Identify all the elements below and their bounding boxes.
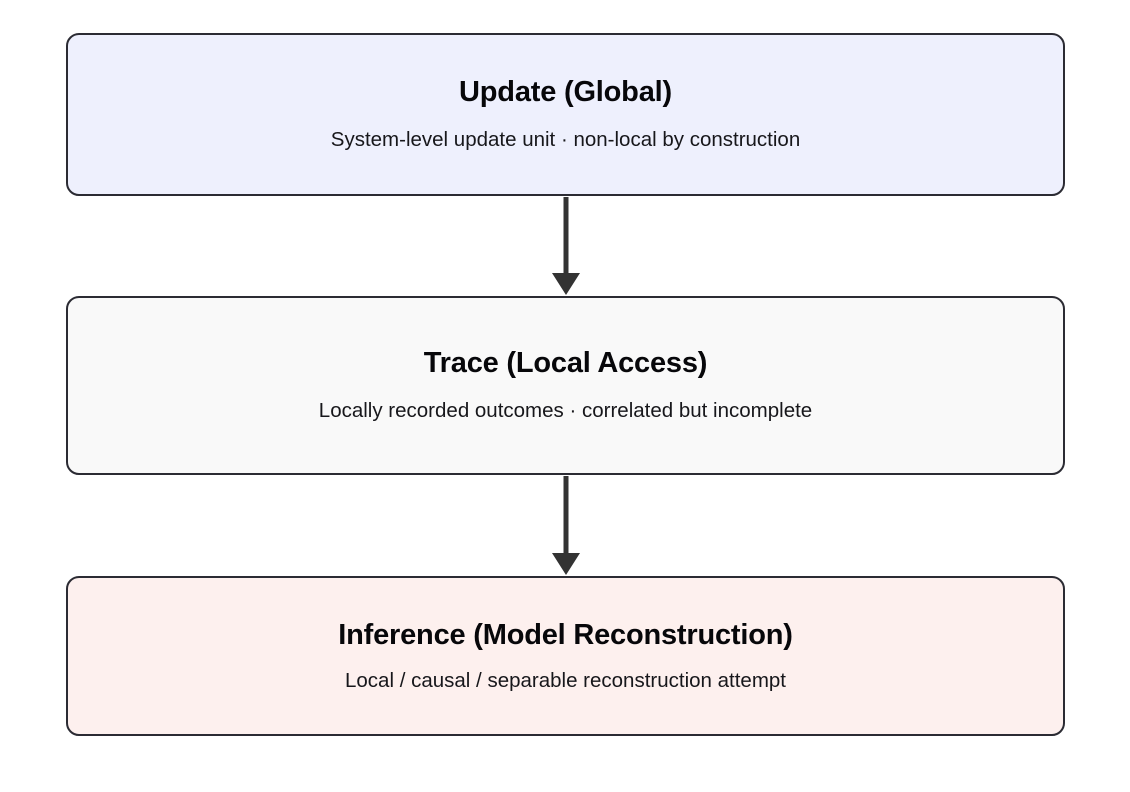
arrow-trace-to-inference bbox=[552, 476, 580, 575]
node-trace-subtitle: Locally recorded outcomes · correlated b… bbox=[318, 399, 813, 423]
node-update[interactable]: Update (Global) System-level update unit… bbox=[66, 33, 1065, 196]
node-inference-title: Inference (Model Reconstruction) bbox=[338, 618, 793, 651]
node-update-subtitle: System-level update unit · non-local by … bbox=[330, 128, 801, 152]
node-inference[interactable]: Inference (Model Reconstruction) Local /… bbox=[66, 576, 1065, 736]
node-trace-title: Trace (Local Access) bbox=[423, 347, 708, 380]
node-trace[interactable]: Trace (Local Access) Locally recorded ou… bbox=[66, 296, 1065, 475]
node-update-title: Update (Global) bbox=[459, 76, 672, 109]
node-inference-subtitle: Local / causal / separable reconstructio… bbox=[345, 668, 786, 692]
arrow-update-to-trace bbox=[552, 197, 580, 295]
